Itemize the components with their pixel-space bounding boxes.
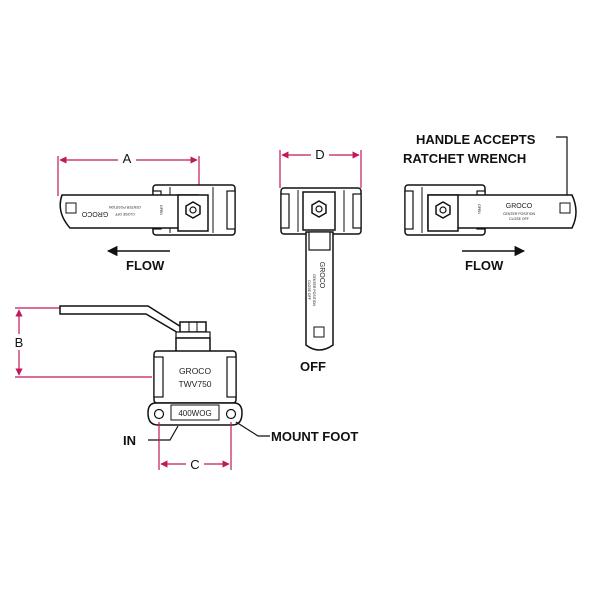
mount-hole-right — [225, 408, 237, 420]
dim-a-label-bg — [118, 150, 136, 166]
valve-body — [153, 350, 237, 404]
top-view-off: D GROCO CENTER POSITION CLOSE OFF OFF — [279, 145, 362, 374]
mount-hole-left — [153, 408, 165, 420]
stem-washer — [175, 331, 211, 339]
handle-center-position: CENTER POSITION — [503, 212, 536, 216]
dim-d-label-bg — [311, 145, 329, 161]
top-view-right: HANDLE ACCEPTS RATCHET WRENCH GROCO CENT… — [403, 132, 577, 273]
handle — [305, 231, 334, 351]
ratchet-square — [559, 202, 571, 214]
handle-lever — [59, 305, 188, 335]
stem-nut-hole — [189, 206, 197, 214]
stem-bonnet — [175, 337, 211, 353]
mount-foot-leader — [235, 421, 270, 437]
handle-brand: GROCO — [506, 203, 533, 210]
stem-nut — [179, 321, 207, 333]
handle-close-off: CLOSE OFF — [115, 212, 135, 216]
handle-close-off: CLOSE OFF — [509, 217, 529, 221]
dim-c-label-bg — [186, 456, 204, 472]
dim-b-label-bg — [9, 334, 29, 350]
handle — [59, 194, 199, 229]
flow-label-left: FLOW — [126, 258, 165, 273]
callout-leader — [556, 136, 568, 198]
handle-open: OPEN — [159, 205, 163, 215]
port-left — [153, 356, 164, 398]
handle-brand: GROCO — [81, 210, 108, 217]
handle-accepts-line2: RATCHET WRENCH — [403, 151, 526, 166]
in-label: IN — [123, 433, 136, 448]
handle-brand: GROCO — [318, 262, 325, 289]
in-leader — [148, 425, 179, 441]
top-view-left: A GROCO CENTER POSITION CLOSE OFF OPEN F… — [57, 150, 236, 273]
stem-nut-hole — [439, 206, 447, 214]
dim-a-label: A — [123, 151, 132, 166]
handle-center-position: CENTER POSITION — [108, 205, 141, 209]
handle-collar — [308, 231, 331, 251]
stem-nut-hole — [315, 205, 323, 213]
body-rating: 400WOG — [178, 409, 211, 418]
off-label: OFF — [300, 359, 326, 374]
dim-d-label: D — [315, 147, 324, 162]
ratchet-square — [313, 326, 325, 338]
port-right — [226, 190, 236, 230]
dim-b-label: B — [15, 335, 24, 350]
rating-plate — [170, 404, 220, 421]
flow-label-right: FLOW — [465, 258, 504, 273]
handle — [427, 194, 577, 229]
port-right — [352, 193, 362, 229]
ratchet-square — [65, 202, 77, 214]
handle-center-position: CENTER POSITION — [312, 274, 316, 307]
mount-foot-label: MOUNT FOOT — [271, 429, 358, 444]
dim-c-label: C — [190, 457, 199, 472]
port-right — [226, 356, 237, 398]
port-left — [404, 190, 414, 230]
handle-close-off: CLOSE OFF — [307, 280, 311, 300]
front-view: B GROCO TWV750 400WOG IN MOUNT FOOT C — [9, 305, 358, 472]
handle-open: OPEN — [477, 204, 481, 214]
body-model: TWV750 — [178, 379, 211, 389]
port-left — [280, 193, 290, 229]
body-brand: GROCO — [179, 366, 212, 376]
handle-accepts-line1: HANDLE ACCEPTS — [416, 132, 536, 147]
